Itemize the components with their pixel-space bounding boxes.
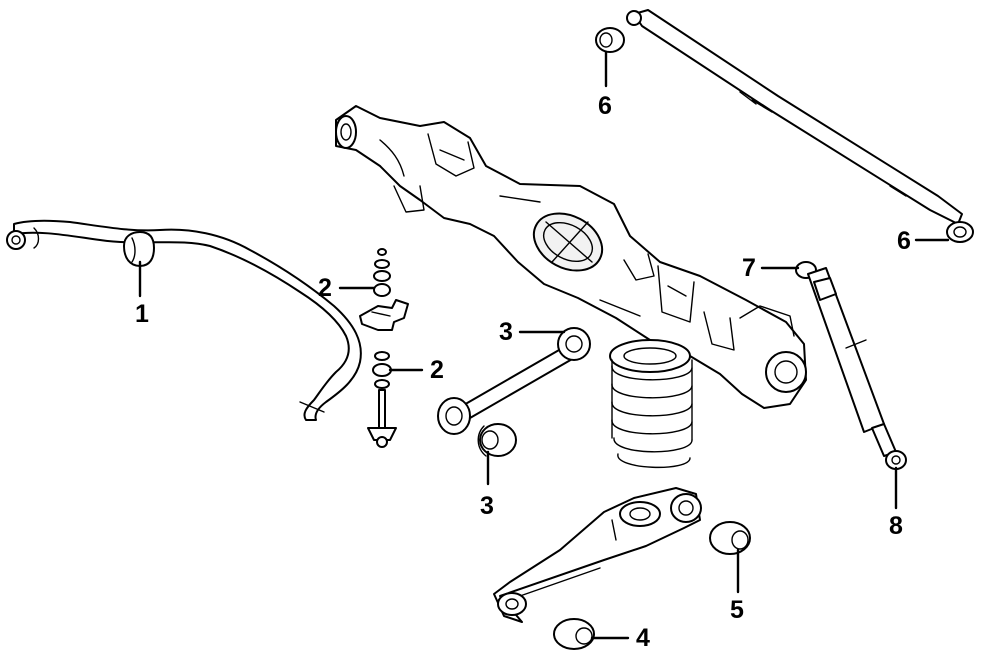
callout-8: 8 [889, 512, 903, 540]
shock-absorber [795, 261, 907, 470]
trailing-arm-front-bushing [553, 618, 595, 650]
callout-2-upper: 2 [318, 274, 332, 302]
callout-6-lower: 6 [897, 227, 911, 255]
lower-trailing-arm [493, 487, 702, 623]
upper-control-arm [437, 327, 591, 435]
upper-arm-bushing [477, 423, 517, 457]
rear-axle-housing [335, 105, 807, 409]
callout-3-lower: 3 [480, 492, 494, 520]
callout-1: 1 [135, 300, 149, 328]
callout-3-upper: 3 [499, 318, 513, 346]
stabilizer-link-assembly [359, 248, 409, 448]
stabilizer-bar [6, 219, 362, 421]
trailing-arm-rear-bushing [709, 521, 751, 555]
callout-5: 5 [730, 596, 744, 624]
callout-6-upper: 6 [598, 92, 612, 120]
stabilizer-bushing [123, 231, 155, 267]
lateral-rod-bushing [595, 27, 625, 53]
callout-2-lower: 2 [430, 356, 444, 384]
coil-spring [609, 339, 693, 469]
lateral-rod [626, 9, 974, 243]
callout-4: 4 [636, 624, 650, 652]
callout-7: 7 [742, 254, 756, 282]
